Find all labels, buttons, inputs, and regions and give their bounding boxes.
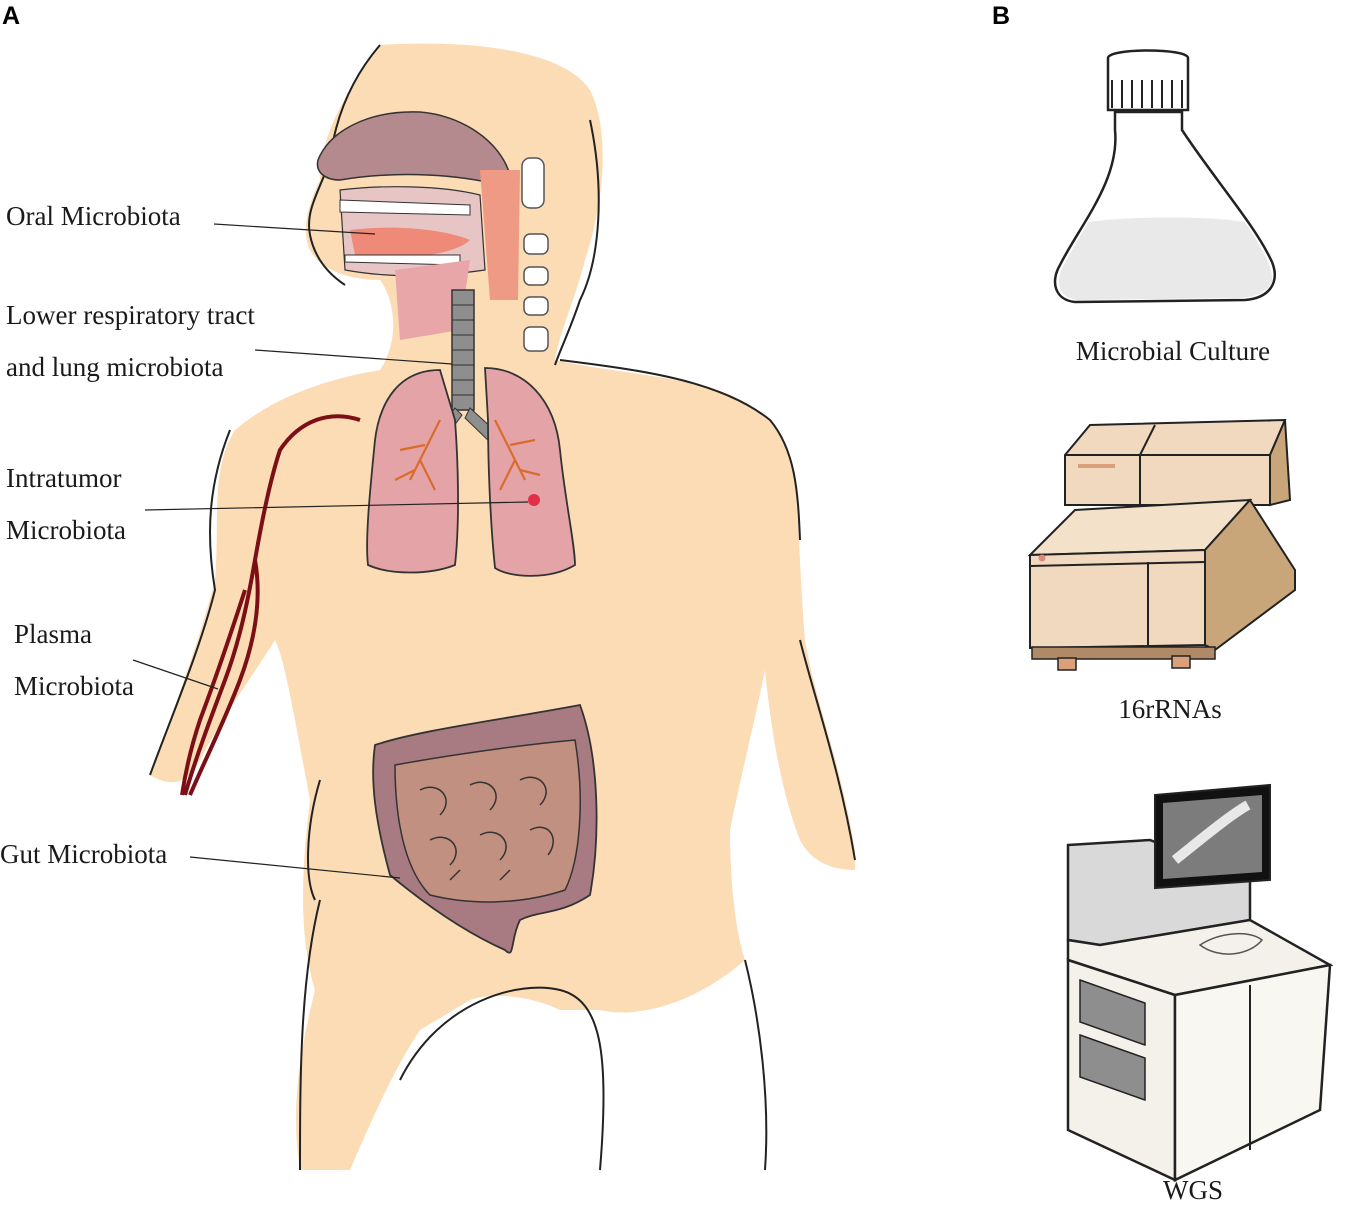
caption-microbial-culture: Microbial Culture [1075,336,1271,366]
panel-label-b: B [992,2,1011,30]
leader-lung [254,349,453,365]
culture-flask [1053,49,1276,304]
human-body [132,43,856,1171]
tongue [350,227,470,258]
label-plasma-1: Plasma [14,619,92,649]
panel-label-a: A [2,2,21,30]
arm-vessel [180,414,361,796]
leader-tumor [144,501,529,511]
tumor-dot [528,494,540,506]
arm-outline-left [149,429,231,776]
bronchi-left [394,419,441,491]
leader-oral [213,223,376,235]
body-silhouette [150,43,855,1171]
leg-outline-left [299,899,321,1171]
leader-gut [189,856,401,879]
label-lower-respiratory-1: Lower respiratory tract [6,300,255,330]
label-intratumor-2: Microbiota [6,515,126,545]
spine [521,157,549,352]
sequencer-16s [1027,418,1296,671]
label-plasma-2: Microbiota [14,671,134,701]
teeth-upper [339,199,471,216]
pharynx [480,170,520,300]
neck-outline [554,119,600,366]
label-intratumor-1: Intratumor [6,463,122,493]
caption-wgs: WGS [1163,1175,1223,1205]
caption-16rrnas: 16rRNAs [1118,694,1222,724]
label-gut-microbiota: Gut Microbiota [0,839,168,869]
label-oral-microbiota: Oral Microbiota [6,201,181,231]
leader-plasma [132,659,219,690]
label-lower-respiratory-2: and lung microbiota [6,352,224,382]
leg-outline-right [744,959,768,1171]
small-intestine [394,739,581,903]
bronchi-right [494,419,541,491]
crotch-outline [399,986,605,1171]
waist-outline-left [307,779,321,901]
intestine-folds [419,776,554,881]
face-outline [308,44,381,286]
shoulder-outline-right [559,359,801,541]
sequencer-wgs [1066,783,1334,1182]
arm-outline-right [799,639,856,861]
